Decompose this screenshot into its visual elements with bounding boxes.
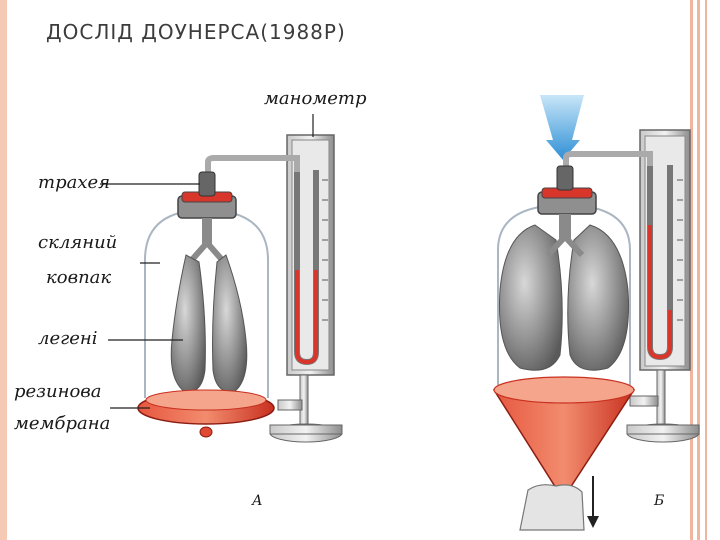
label-glass-bell-line2: ковпак xyxy=(46,267,111,289)
label-panel-b: Б xyxy=(654,490,664,512)
stand-b xyxy=(627,370,699,442)
stopper-b xyxy=(538,166,596,214)
lung-right-a xyxy=(213,255,247,392)
rubber-membrane-b xyxy=(494,377,634,492)
label-manometer: манометр xyxy=(264,88,367,110)
label-membrane-line2: мембрана xyxy=(14,413,110,435)
panel-a xyxy=(138,135,342,442)
label-trachea: трахея xyxy=(38,172,110,194)
rubber-membrane-a xyxy=(138,390,274,437)
trachea-a xyxy=(190,218,224,262)
air-arrow-icon xyxy=(540,95,584,160)
lung-left-a xyxy=(171,255,205,392)
label-lungs: легені xyxy=(38,328,97,350)
label-membrane-line1: резинова xyxy=(14,381,102,403)
stopper-a xyxy=(178,172,236,218)
label-panel-a: А xyxy=(252,490,263,512)
label-glass-bell-line1: скляний xyxy=(38,232,117,254)
stand-a xyxy=(270,375,342,442)
pull-down-arrow-icon xyxy=(587,476,599,528)
hand-icon xyxy=(520,485,584,530)
panel-b xyxy=(494,95,699,530)
